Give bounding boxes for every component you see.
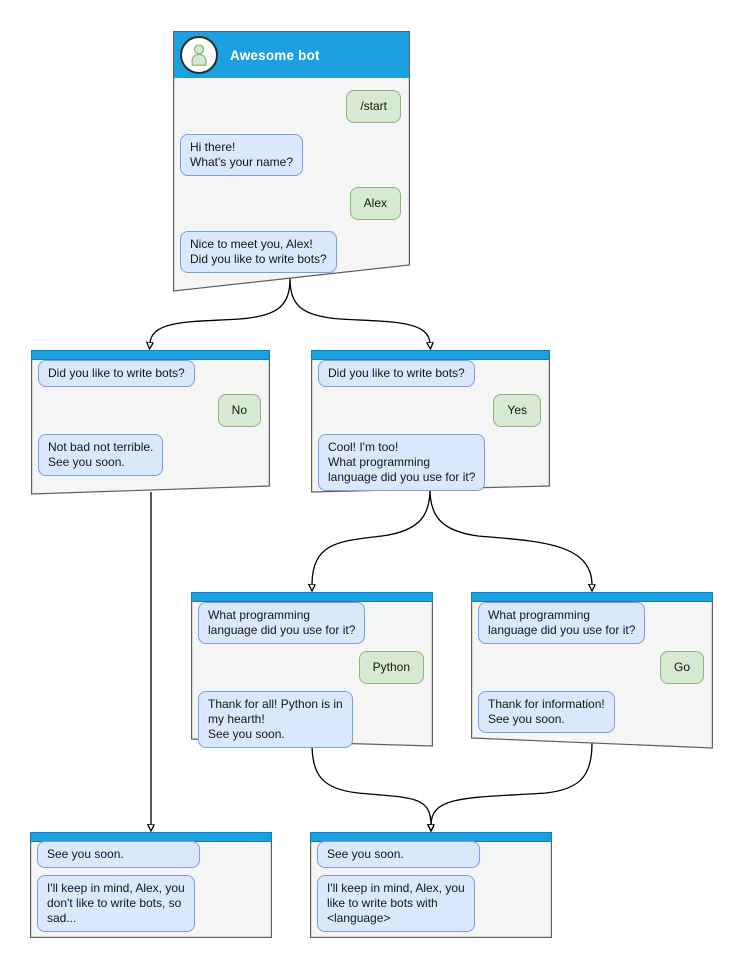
bot-message-bubble: Thank for information! See you soon. — [478, 691, 615, 733]
bot-message-bubble: Thank for all! Python is in my hearth! S… — [198, 691, 353, 748]
connector-python-to-end — [311, 742, 431, 825]
user-message-bubble: /start — [346, 90, 401, 123]
chat-window-end-no: See you soon. I'll keep in mind, Alex, y… — [30, 832, 272, 938]
bot-message-bubble: What programming language did you use fo… — [478, 602, 646, 644]
bot-message-bubble: I'll keep in mind, Alex, you like to wri… — [317, 875, 475, 932]
bot-message-bubble: See you soon. — [317, 841, 480, 868]
chat-window-branch-go: What programming language did you use fo… — [471, 592, 713, 749]
window-titlebar-strip — [31, 350, 270, 360]
user-message-bubble: Alex — [349, 187, 401, 220]
user-message-bubble: Go — [659, 651, 704, 684]
chat-window-branch-no: Did you like to write bots? No Not bad n… — [31, 350, 270, 495]
chat-window-end-yes: See you soon. I'll keep in mind, Alex, y… — [310, 832, 552, 938]
user-message-bubble: Python — [358, 651, 424, 684]
chat-window-branch-python: What programming language did you use fo… — [191, 592, 433, 748]
window-titlebar-strip — [191, 592, 433, 602]
user-message-bubble: No — [217, 394, 261, 427]
bot-message-bubble: Did you like to write bots? — [38, 360, 195, 387]
bot-message-bubble: Did you like to write bots? — [318, 360, 475, 387]
window-titlebar-strip — [471, 592, 713, 602]
bot-message-bubble: Nice to meet you, Alex! Did you like to … — [180, 231, 337, 273]
window-titlebar: Awesome bot — [174, 32, 409, 78]
chat-window-branch-yes: Did you like to write bots? Yes Cool! I'… — [311, 350, 550, 493]
window-titlebar-strip — [311, 350, 550, 360]
connector-yes-to-python — [312, 488, 431, 585]
bot-message-bubble: See you soon. — [37, 841, 200, 868]
user-message-bubble: Yes — [493, 394, 541, 427]
chat-window-root: Awesome bot /start Hi there! What's your… — [173, 31, 410, 292]
bot-message-bubble: I'll keep in mind, Alex, you don't like … — [37, 875, 195, 932]
connector-go-to-end — [431, 742, 593, 825]
bot-title: Awesome bot — [230, 47, 320, 63]
connector-yes-to-go — [429, 488, 592, 585]
bot-avatar-icon — [180, 36, 218, 74]
bot-message-bubble: Hi there! What's your name? — [180, 134, 304, 176]
bot-message-bubble: What programming language did you use fo… — [198, 602, 366, 644]
bot-message-bubble: Not bad not terrible. See you soon. — [38, 434, 164, 476]
bot-message-bubble: Cool! I'm too! What programming language… — [318, 434, 486, 491]
